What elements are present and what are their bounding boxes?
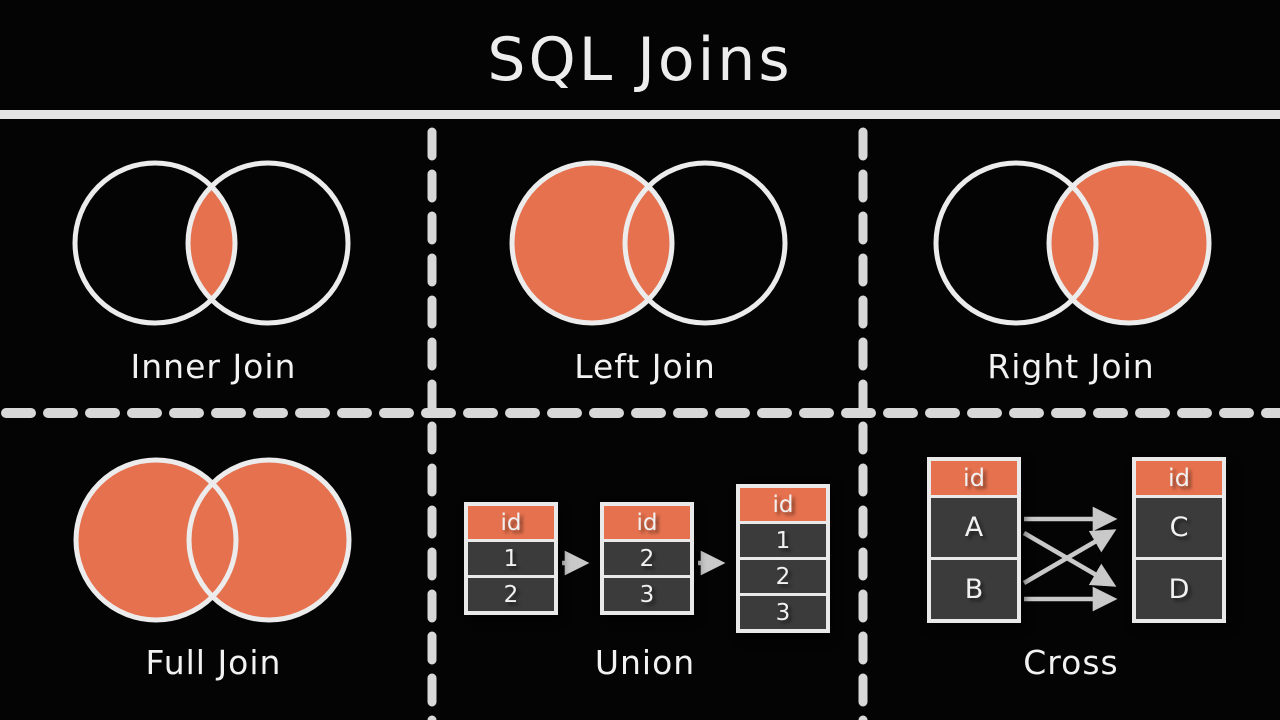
table-row-cell: A — [931, 498, 1017, 557]
left-circle — [73, 457, 239, 623]
cross-right-table: id C D — [1132, 457, 1226, 623]
left-circle-fill — [76, 460, 236, 620]
right-circle — [622, 160, 788, 326]
table-row-cell: D — [1136, 560, 1222, 619]
left-circle — [933, 160, 1099, 326]
table-row-cell: 2 — [604, 542, 690, 575]
table-header-cell: id — [1136, 461, 1222, 495]
table-row-cell: 3 — [604, 578, 690, 611]
table-header-cell: id — [468, 506, 554, 539]
right-circle — [185, 160, 351, 326]
left-circle-fill — [512, 163, 672, 323]
union-table-1: id 1 2 — [464, 502, 558, 615]
inner-join-label: Inner Join — [130, 346, 297, 386]
right-join-label: Right Join — [987, 346, 1155, 386]
table-row-cell: 2 — [468, 578, 554, 611]
full-join-venn — [73, 457, 352, 623]
cross-arrow-a-d — [1022, 531, 1117, 587]
right-join-venn — [933, 160, 1212, 326]
right-circle — [1046, 160, 1212, 326]
right-circle-fill — [1049, 163, 1209, 323]
left-join-label: Left Join — [574, 346, 716, 386]
table-row-cell: 3 — [740, 596, 826, 629]
union-label: Union — [594, 642, 696, 682]
table-header-cell: id — [931, 461, 1017, 495]
table-row-cell: C — [1136, 498, 1222, 557]
cross-left-table: id A B — [927, 457, 1021, 623]
union-table-2: id 2 3 — [600, 502, 694, 615]
table-row-cell: 1 — [740, 524, 826, 557]
table-header-cell: id — [740, 488, 826, 521]
table-header-cell: id — [604, 506, 690, 539]
left-circle — [509, 160, 675, 326]
right-circle-fill — [189, 460, 349, 620]
right-circle — [186, 457, 352, 623]
table-row-cell: 2 — [740, 560, 826, 593]
inner-join-venn — [72, 160, 351, 326]
union-result-table: id 1 2 3 — [736, 484, 830, 633]
table-row-cell: B — [931, 560, 1017, 619]
cross-arrow-b-c — [1022, 529, 1117, 585]
left-join-venn — [509, 160, 788, 326]
cross-label: Cross — [1023, 642, 1119, 682]
page-title: SQL Joins — [487, 25, 793, 95]
left-circle — [72, 160, 238, 326]
full-join-label: Full Join — [145, 642, 282, 682]
table-row-cell: 1 — [468, 542, 554, 575]
